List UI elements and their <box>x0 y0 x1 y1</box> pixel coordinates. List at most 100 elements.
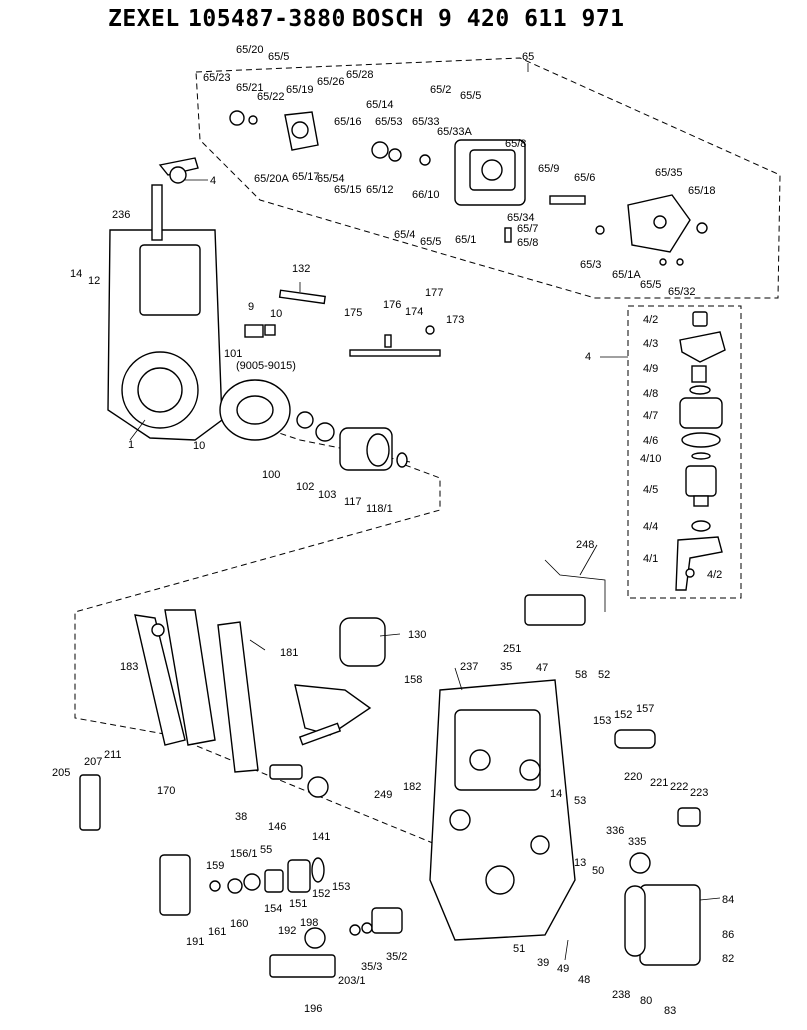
label-65-8b: 65/8 <box>517 237 538 249</box>
label-4-2b: 4/2 <box>707 569 722 581</box>
label-65-20: 65/20 <box>236 44 264 56</box>
label-177: 177 <box>425 287 443 299</box>
lower-small-parts <box>159 729 701 978</box>
label-4: 4 <box>210 175 216 187</box>
label-65-16: 65/16 <box>334 116 362 128</box>
injection-pump-housing <box>107 157 223 441</box>
label-65-14: 65/14 <box>366 99 394 111</box>
label-65-12: 65/12 <box>366 184 394 196</box>
label-158: 158 <box>404 674 422 686</box>
zexel-part-number: 105487-3880 <box>188 6 346 32</box>
governor-housing-assembly <box>429 559 606 941</box>
label-65-15: 65/15 <box>334 184 362 196</box>
label-153b: 153 <box>332 881 350 893</box>
label-65-34: 65/34 <box>507 212 535 224</box>
label-65-33A: 65/33A <box>437 126 473 138</box>
label-221: 221 <box>650 777 668 789</box>
label-4-3: 4/3 <box>643 338 658 350</box>
label-65-35: 65/35 <box>655 167 683 179</box>
label-237: 237 <box>460 661 478 673</box>
bosch-part-number: 9 420 611 971 <box>438 6 625 32</box>
label-335: 335 <box>628 836 646 848</box>
label-83: 83 <box>664 1005 676 1017</box>
label-58: 58 <box>575 669 587 681</box>
label-65-53: 65/53 <box>375 116 403 128</box>
label-10b: 10 <box>193 440 205 452</box>
label-55: 55 <box>260 844 272 856</box>
control-lever-assembly <box>79 609 386 831</box>
label-236: 236 <box>112 209 130 221</box>
label-182: 182 <box>403 781 421 793</box>
label-48: 48 <box>578 974 590 986</box>
label-39: 39 <box>537 957 549 969</box>
label-103: 103 <box>318 489 336 501</box>
label-336: 336 <box>606 825 624 837</box>
label-173: 173 <box>446 314 464 326</box>
label-65-7: 65/7 <box>517 223 538 235</box>
label-65-4: 65/4 <box>394 229 415 241</box>
label-65-8: 65/8 <box>505 138 526 150</box>
label-65-33: 65/33 <box>412 116 440 128</box>
label-4-2: 4/2 <box>643 314 658 326</box>
label-65-1A: 65/1A <box>612 269 641 281</box>
label-4b: 4 <box>585 351 591 363</box>
label-205: 205 <box>52 767 70 779</box>
label-152: 152 <box>614 709 632 721</box>
label-4-7: 4/7 <box>643 410 658 422</box>
label-170: 170 <box>157 785 175 797</box>
brand-bosch: BOSCH <box>352 6 424 32</box>
label-13: 13 <box>574 857 586 869</box>
label-249: 249 <box>374 789 392 801</box>
label-65-54: 65/54 <box>317 173 345 185</box>
label-118-1: 118/1 <box>366 503 393 515</box>
label-153: 153 <box>593 715 611 727</box>
label-238: 238 <box>612 989 630 1001</box>
label-50: 50 <box>592 865 604 877</box>
label-65-5: 65/5 <box>268 51 289 63</box>
label-117: 117 <box>344 496 362 508</box>
label-65-17: 65/17 <box>292 171 320 183</box>
label-66-10: 66/10 <box>412 189 440 201</box>
label-35-2: 35/2 <box>386 951 407 963</box>
label-51: 51 <box>513 943 525 955</box>
label-65-5b: 65/5 <box>460 90 481 102</box>
label-211: 211 <box>104 749 122 761</box>
label-86: 86 <box>722 929 734 941</box>
label-65-5d: 65/5 <box>640 279 661 291</box>
label-14: 14 <box>70 268 82 280</box>
assembly-65-boundary <box>195 57 781 299</box>
label-160: 160 <box>230 918 248 930</box>
label-181: 181 <box>280 647 298 659</box>
governor-spring-parts <box>244 289 441 357</box>
label-220: 220 <box>624 771 642 783</box>
label-65-23: 65/23 <box>203 72 231 84</box>
label-203-1: 203/1 <box>338 975 366 987</box>
label-4-6: 4/6 <box>643 435 658 447</box>
label-65-32: 65/32 <box>668 286 696 298</box>
label-4-5: 4/5 <box>643 484 658 496</box>
label-65-5c: 65/5 <box>420 236 441 248</box>
label-176: 176 <box>383 299 401 311</box>
label-207: 207 <box>84 756 102 768</box>
label-151: 151 <box>289 898 307 910</box>
label-251: 251 <box>503 643 521 655</box>
label-65-19: 65/19 <box>286 84 314 96</box>
brand-zexel: ZEXEL <box>108 6 180 32</box>
label-80: 80 <box>640 995 652 1007</box>
label-1: 1 <box>128 439 134 451</box>
label-65-3: 65/3 <box>580 259 601 271</box>
label-174: 174 <box>405 306 423 318</box>
label-9005-9015: (9005-9015) <box>236 360 296 372</box>
flyweight-assembly <box>219 379 408 471</box>
label-65-6: 65/6 <box>574 172 595 184</box>
diagram-title: ZEXEL 105487-3880 BOSCH 9 420 611 971 <box>0 6 807 46</box>
label-192: 192 <box>278 925 296 937</box>
label-4-9: 4/9 <box>643 363 658 375</box>
label-38: 38 <box>235 811 247 823</box>
label-156-1: 156/1 <box>230 848 258 860</box>
label-152b: 152 <box>312 888 330 900</box>
label-35-3: 35/3 <box>361 961 382 973</box>
label-223: 223 <box>690 787 708 799</box>
label-222: 222 <box>670 781 688 793</box>
